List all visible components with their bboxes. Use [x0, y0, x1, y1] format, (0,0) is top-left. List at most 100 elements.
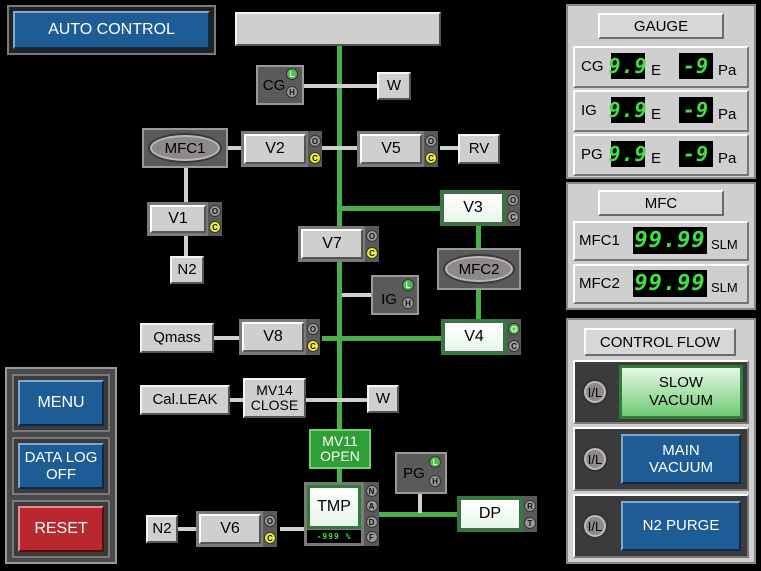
- cg-label: CG: [262, 76, 286, 94]
- w-bottom-box: W: [367, 385, 399, 413]
- v6-valve[interactable]: V6: [196, 511, 264, 547]
- v8-c-indicator: C: [307, 339, 319, 352]
- v8-o-indicator: O: [307, 322, 319, 335]
- pipe-n2-v6: [176, 527, 196, 531]
- ig-label: IG: [381, 290, 397, 308]
- v6-indicators: O C: [263, 511, 277, 547]
- mfc-panel: MFC MFC1 99.99 SLM MFC2 99.99 SLM: [566, 182, 756, 310]
- v4-c-indicator: C: [508, 339, 520, 352]
- pg-gauge-node[interactable]: PG: [395, 452, 447, 494]
- pipe-v5-rv: [440, 146, 458, 150]
- pipe-v2-v5: [320, 146, 358, 150]
- gauge-cg-mantissa: 9.9: [608, 53, 648, 79]
- v8-valve[interactable]: V8: [239, 319, 307, 355]
- slow-vacuum-button[interactable]: SLOW VACUUM: [619, 365, 743, 419]
- v3-o-indicator: O: [507, 193, 519, 206]
- reset-button[interactable]: RESET: [18, 506, 104, 552]
- chamber-box[interactable]: [235, 12, 441, 46]
- reset-button-frame: RESET: [12, 500, 110, 558]
- pipe-mv14-w: [305, 398, 369, 402]
- tmp-d-indicator: D: [365, 515, 378, 528]
- gauge-ig-name: IG: [581, 102, 597, 119]
- gauge-cg-e: E: [651, 62, 662, 79]
- menu-panel: MENU DATA LOG OFF RESET: [5, 367, 117, 564]
- v1-indicators: O C: [208, 202, 222, 236]
- v7-c-indicator: C: [366, 246, 378, 259]
- v3-c-indicator: C: [507, 210, 519, 223]
- cg-h-indicator: H: [286, 86, 298, 98]
- v5-c-indicator: C: [425, 151, 437, 164]
- v6-label: V6: [199, 514, 261, 544]
- v2-c-indicator: C: [309, 151, 321, 164]
- mfc1-name: MFC1: [579, 232, 620, 249]
- n2-purge-button[interactable]: N2 PURGE: [621, 501, 741, 551]
- pipe-pg: [418, 493, 422, 513]
- v6-c-indicator: C: [264, 531, 276, 544]
- v7-valve[interactable]: V7: [298, 226, 366, 262]
- mfc1-value: 99.99: [633, 227, 707, 254]
- v2-o-indicator: O: [309, 134, 321, 147]
- mfc-row-2: MFC2 99.99 SLM: [573, 264, 749, 304]
- v3-valve[interactable]: V3: [440, 190, 506, 226]
- gauge-cg-unit: Pa: [718, 62, 737, 79]
- pipe-calleak-mv14: [229, 398, 243, 402]
- v5-indicators: O C: [424, 131, 438, 167]
- gauge-row-pg: PG 9.9 E -9 Pa: [573, 134, 749, 176]
- n2-top-box: N2: [170, 256, 204, 284]
- v1-label: V1: [150, 205, 206, 233]
- gauge-ig-e: E: [651, 106, 662, 123]
- pipe-mfc1-v2: [228, 146, 242, 150]
- pipe-v6-tmp: [280, 527, 306, 531]
- main-vacuum-button[interactable]: MAIN VACUUM: [621, 434, 741, 484]
- v5-o-indicator: O: [425, 134, 437, 147]
- gauge-cg-exponent: -9: [679, 53, 713, 79]
- mfc2-unit: SLM: [711, 280, 738, 295]
- tmp-frame: TMP: [307, 485, 361, 529]
- pipe-qmass-v8: [214, 336, 240, 340]
- mv11-valve[interactable]: MV11 OPEN: [309, 429, 371, 469]
- auto-control-frame: AUTO CONTROL: [7, 5, 216, 55]
- control-flow-title: CONTROL FLOW: [584, 328, 736, 356]
- v1-o-indicator: O: [209, 205, 221, 217]
- dp-pump[interactable]: DP: [457, 496, 523, 532]
- pipe-ig: [342, 293, 372, 297]
- mv14-state: CLOSE: [250, 397, 299, 413]
- cg-l-indicator: L: [286, 68, 298, 80]
- pipe-mfc1-v1: [184, 167, 188, 202]
- v4-o-indicator: O: [508, 322, 520, 335]
- gauge-pg-exponent: -9: [679, 141, 713, 167]
- v3-indicators: O C: [506, 190, 520, 226]
- n2-purge-row: I/L N2 PURGE: [573, 494, 749, 558]
- dp-indicators: R T: [523, 496, 537, 532]
- datalog-button[interactable]: DATA LOG OFF: [18, 443, 104, 489]
- tmp-f-indicator: F: [365, 531, 378, 544]
- pipe-to-v3: [342, 206, 440, 211]
- v4-valve[interactable]: V4: [441, 319, 507, 355]
- mfc2-node[interactable]: MFC2: [437, 248, 521, 290]
- pg-l-indicator: L: [429, 456, 441, 468]
- tmp-pump[interactable]: TMP -999 %: [304, 482, 364, 546]
- v4-indicators: O C: [507, 319, 521, 355]
- v2-indicators: O C: [308, 131, 322, 167]
- menu-button[interactable]: MENU: [18, 380, 104, 426]
- menu-button-frame: MENU: [12, 374, 110, 432]
- pipe-cg-w: [304, 84, 377, 88]
- mfc-row-1: MFC1 99.99 SLM: [573, 221, 749, 261]
- pipe-v1-n2: [184, 235, 188, 257]
- v5-valve[interactable]: V5: [357, 131, 425, 167]
- v1-valve[interactable]: V1: [147, 202, 209, 236]
- mfc2-value: 99.99: [633, 270, 707, 297]
- v2-valve[interactable]: V2: [241, 131, 309, 167]
- gauge-pg-name: PG: [581, 146, 603, 163]
- mv11-state: OPEN: [320, 448, 360, 464]
- mfc1-node[interactable]: MFC1: [142, 128, 228, 168]
- auto-control-button[interactable]: AUTO CONTROL: [13, 11, 210, 49]
- main-vacuum-row: I/L MAIN VACUUM: [573, 427, 749, 491]
- calleak-box: Cal.LEAK: [140, 385, 230, 415]
- tmp-indicators: N A D F: [364, 482, 379, 546]
- gauge-row-ig: IG 9.9 E -9 Pa: [573, 90, 749, 132]
- v7-o-indicator: O: [366, 229, 378, 242]
- slow-vacuum-l1: SLOW: [658, 374, 704, 391]
- gauge-ig-unit: Pa: [718, 106, 737, 123]
- mv14-valve[interactable]: MV14 CLOSE: [243, 378, 306, 418]
